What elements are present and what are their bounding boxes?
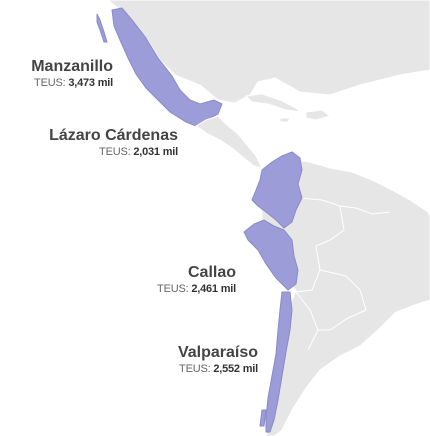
- land-jamaica: [279, 117, 291, 123]
- port-name: Lázaro Cárdenas: [49, 127, 178, 144]
- port-label-lazaro-cardenas: Lázaro Cárdenas TEUS: 2,031 mil: [49, 126, 178, 159]
- land-cuba: [244, 93, 302, 113]
- land-peru[interactable]: [243, 219, 299, 291]
- port-name: Manzanillo: [31, 58, 113, 75]
- land-baja[interactable]: [96, 13, 108, 43]
- port-teus: TEUS: 3,473 mil: [34, 77, 113, 89]
- land-hispaniola: [305, 109, 332, 121]
- port-teus: TEUS: 2,461 mil: [157, 283, 236, 295]
- port-label-valparaiso: Valparaíso TEUS: 2,552 mil: [178, 343, 258, 376]
- land-colombia[interactable]: [251, 151, 303, 229]
- land-chile[interactable]: [265, 291, 293, 433]
- port-name: Callao: [187, 264, 236, 281]
- country-borders: [295, 197, 391, 351]
- land-central-america: [195, 115, 263, 169]
- port-label-callao: Callao TEUS: 2,461 mil: [157, 263, 236, 296]
- port-label-manzanillo: Manzanillo TEUS: 3,473 mil: [31, 57, 113, 90]
- land-chile-islands: [259, 409, 267, 427]
- port-name: Valparaíso: [177, 344, 258, 361]
- port-teus: TEUS: 2,031 mil: [99, 146, 178, 158]
- port-teus: TEUS: 2,552 mil: [179, 363, 258, 375]
- land-mexico[interactable]: [111, 7, 223, 127]
